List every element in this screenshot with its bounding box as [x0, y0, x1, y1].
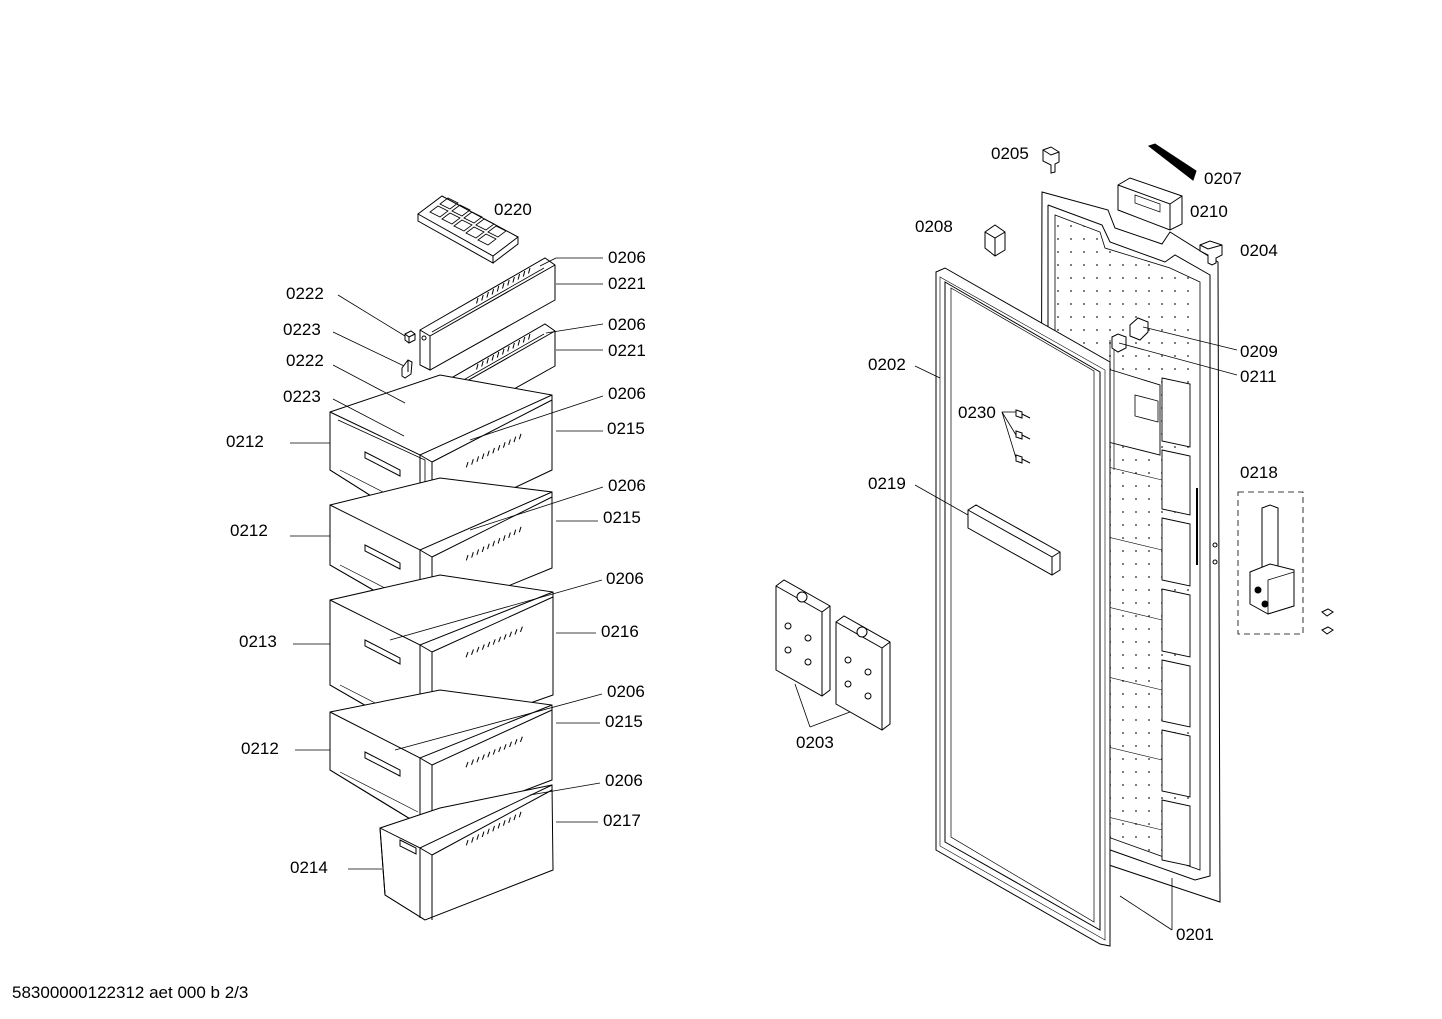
label-0202: 0202 [868, 355, 906, 374]
bushing-0205 [1043, 147, 1059, 173]
label-0203: 0203 [796, 733, 834, 752]
label-0219: 0219 [868, 474, 906, 493]
right-leader-lines [795, 327, 1237, 930]
cold-pack-1 [776, 580, 830, 696]
ice-tray [418, 196, 518, 263]
label-0212-c: 0212 [241, 739, 279, 758]
label-0213: 0213 [239, 632, 277, 651]
hinge-pin-upper [405, 331, 415, 343]
label-0206-b: 0206 [608, 315, 646, 334]
label-0206-a: 0206 [608, 248, 646, 267]
trim-strip-0207 [1149, 144, 1196, 180]
hinge-clip-upper [402, 360, 412, 378]
label-0208: 0208 [915, 217, 953, 236]
left-leader-lines [290, 258, 603, 869]
cold-pack-2 [836, 616, 890, 730]
label-0201: 0201 [1176, 925, 1214, 944]
label-0215-a: 0215 [607, 419, 645, 438]
label-0206-g: 0206 [605, 771, 643, 790]
label-0206-f: 0206 [607, 682, 645, 701]
label-0204: 0204 [1240, 241, 1278, 260]
label-0206-c: 0206 [608, 384, 646, 403]
screws-0230 [1016, 410, 1030, 463]
label-0215-c: 0215 [605, 712, 643, 731]
hinge-0204 [1200, 241, 1222, 265]
label-0206-e: 0206 [606, 569, 644, 588]
drawer-5 [380, 785, 553, 920]
label-0212-b: 0212 [230, 521, 268, 540]
label-0223-b: 0223 [283, 387, 321, 406]
label-0206-d: 0206 [608, 476, 646, 495]
label-0215-b: 0215 [603, 508, 641, 527]
block-0208 [985, 225, 1005, 256]
label-0216: 0216 [601, 622, 639, 641]
door-handle [968, 505, 1060, 575]
label-0222-a: 0222 [286, 284, 324, 303]
label-0205: 0205 [991, 144, 1029, 163]
label-0221-a: 0221 [608, 274, 646, 293]
label-0209: 0209 [1240, 342, 1278, 361]
label-0214: 0214 [290, 858, 328, 877]
label-0210: 0210 [1190, 202, 1228, 221]
label-0217: 0217 [603, 811, 641, 830]
flap-upper [420, 258, 555, 370]
drawing-reference-footer: 58300000122312 aet 000 b 2/3 [12, 983, 249, 1002]
label-0230: 0230 [958, 403, 996, 422]
label-0211: 0211 [1240, 367, 1277, 386]
label-0222-b: 0222 [286, 351, 324, 370]
cover-0210 [1118, 178, 1182, 230]
label-0218: 0218 [1240, 463, 1278, 482]
label-0221-b: 0221 [608, 341, 646, 360]
hinge-assembly-0218 [1238, 492, 1333, 634]
label-0220: 0220 [494, 200, 532, 219]
latch-0209 [1130, 318, 1148, 340]
label-0212-a: 0212 [226, 432, 264, 451]
door-gasket [936, 268, 1110, 946]
label-0223-a: 0223 [283, 320, 321, 339]
label-0207: 0207 [1204, 169, 1242, 188]
